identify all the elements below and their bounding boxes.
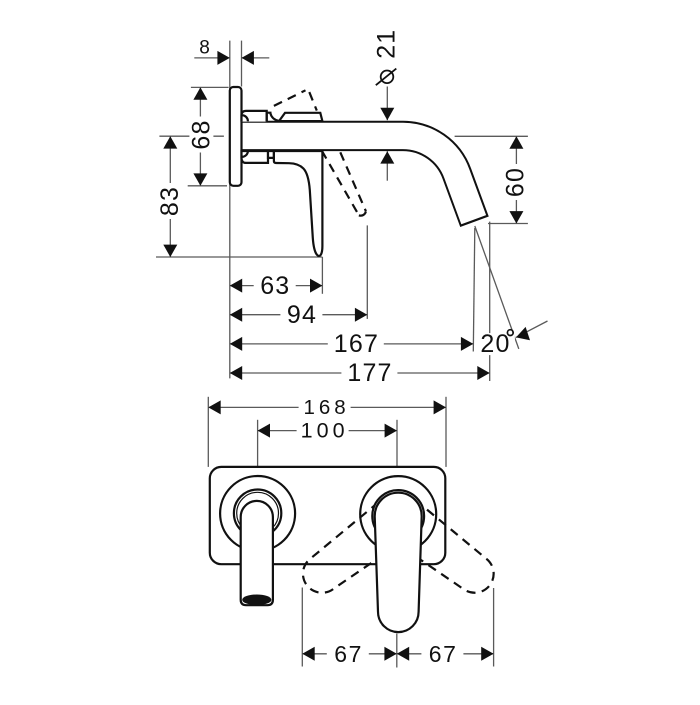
svg-text:67: 67 <box>429 641 458 667</box>
svg-text:94: 94 <box>287 301 317 329</box>
svg-text:60: 60 <box>501 167 529 197</box>
svg-text:8: 8 <box>199 37 210 58</box>
svg-text:177: 177 <box>347 359 392 387</box>
svg-text:67: 67 <box>334 641 363 667</box>
svg-text:100: 100 <box>301 419 349 443</box>
svg-text:63: 63 <box>260 272 290 300</box>
svg-text:20: 20 <box>480 330 510 358</box>
svg-text:168: 168 <box>303 396 349 419</box>
svg-text:167: 167 <box>334 330 379 358</box>
svg-text:83: 83 <box>156 186 184 216</box>
svg-text:68: 68 <box>187 119 215 149</box>
svg-text:21: 21 <box>373 29 401 59</box>
